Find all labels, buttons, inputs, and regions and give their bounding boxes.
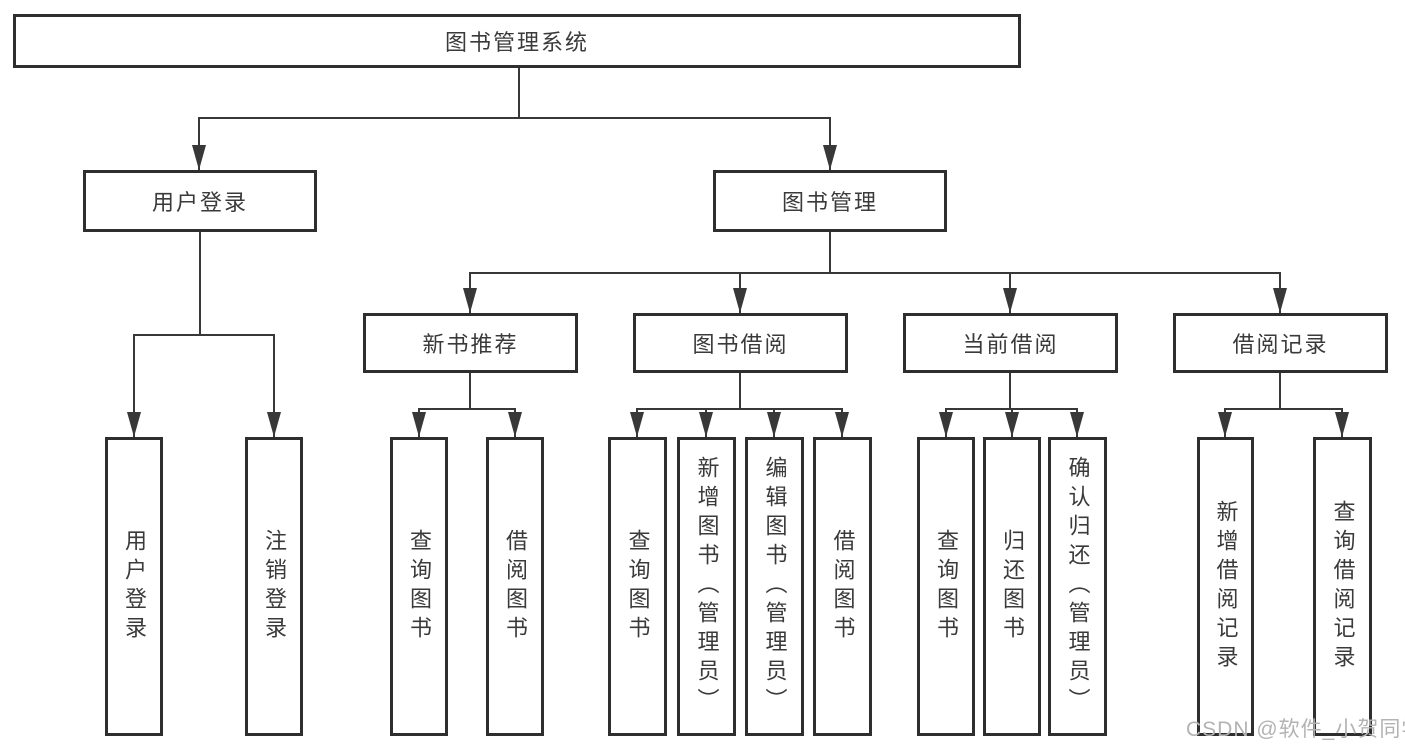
arrowhead-down-icon [192,145,206,170]
connector-line [1279,373,1281,410]
node-label: 新增借阅记录 [1213,499,1239,674]
node-book-management: 图书管理 [713,170,947,232]
node-label: 借阅图书 [503,528,528,645]
arrowhead-down-icon [267,412,281,437]
leaf-user-login: 用户登录 [105,437,163,736]
node-label: 图书管理系统 [444,30,589,55]
connector-line [199,232,201,336]
arrowhead-down-icon [939,412,953,437]
connector-line [133,334,275,336]
connector-line [1009,373,1011,410]
node-label: 查询图书 [407,528,432,645]
node-label: 图书管理 [781,190,878,215]
leaf-logout: 注销登录 [245,437,303,736]
connector-line [198,117,200,170]
connector-line [418,408,516,410]
arrowhead-down-icon [1070,412,1084,437]
arrowhead-down-icon [1003,288,1017,313]
connector-line [829,232,831,274]
leaf-borrow-books-recommend: 借阅图书 [486,437,544,736]
node-current-borrowing: 当前借阅 [903,313,1118,373]
leaf-return-books: 归还图书 [983,437,1041,736]
connector-line [1224,408,1343,410]
arrowhead-down-icon [1218,412,1232,437]
arrowhead-down-icon [1273,288,1287,313]
node-label: 查询借阅记录 [1330,499,1356,674]
node-label: 借阅图书 [830,528,856,645]
arrowhead-down-icon [127,412,141,437]
leaf-add-borrow-record: 新增借阅记录 [1197,437,1254,736]
node-label: 确认归还（管理员） [1065,456,1091,717]
node-book-borrowing: 图书借阅 [633,313,848,373]
connector-line [469,373,471,410]
node-label: 当前借阅 [962,332,1059,357]
node-label: 编辑图书（管理员） [762,456,788,717]
node-user-login: 用户登录 [83,170,317,232]
connector-line [273,334,275,437]
node-label: 图书借阅 [692,332,789,357]
connector-line [198,117,831,119]
leaf-query-books-recommend: 查询图书 [390,437,448,736]
node-label: 借阅记录 [1232,332,1329,357]
node-label: 用户登录 [151,190,248,215]
arrowhead-down-icon [835,412,849,437]
node-label: 查询图书 [934,528,959,645]
arrowhead-down-icon [733,288,747,313]
leaf-query-borrow-record: 查询借阅记录 [1313,437,1372,736]
arrowhead-down-icon [1335,412,1349,437]
arrowhead-down-icon [823,145,837,170]
arrowhead-down-icon [767,412,781,437]
csdn-watermark: CSDN @软件_小贺同学 [1186,718,1405,741]
connector-line [739,373,741,410]
leaf-add-book-admin: 新增图书（管理员） [677,437,736,736]
node-label: 注销登录 [262,528,287,645]
leaf-edit-book-admin: 编辑图书（管理员） [745,437,804,736]
leaf-confirm-return-admin: 确认归还（管理员） [1048,437,1107,736]
node-label: 查询图书 [625,528,651,645]
connector-line [636,408,843,410]
connector-line [518,68,520,119]
arrowhead-down-icon [630,412,644,437]
arrowhead-down-icon [1005,412,1019,437]
node-label: 新增图书（管理员） [694,456,720,717]
node-label: 用户登录 [122,528,147,645]
node-borrowing-records: 借阅记录 [1173,313,1388,373]
node-new-book-recommendation: 新书推荐 [363,313,578,373]
arrowhead-down-icon [463,288,477,313]
arrowhead-down-icon [412,412,426,437]
node-label: 归还图书 [1000,528,1025,645]
connector-line [469,272,1281,274]
arrowhead-down-icon [508,412,522,437]
node-label: 新书推荐 [422,332,519,357]
leaf-query-books-borrowing: 查询图书 [608,437,667,736]
leaf-query-books-current: 查询图书 [917,437,975,736]
leaf-borrow-books-borrowing: 借阅图书 [813,437,872,736]
connector-line [133,334,135,437]
connector-line [829,117,831,170]
arrowhead-down-icon [699,412,713,437]
node-library-management-system: 图书管理系统 [13,14,1021,68]
